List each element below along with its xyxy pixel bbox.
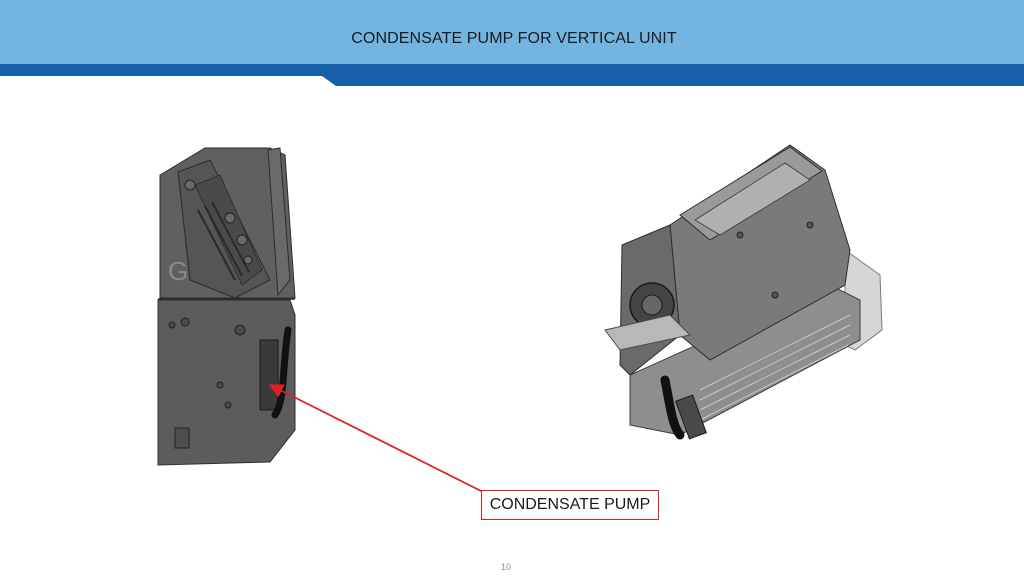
vertical-unit-isometric-view-illustration <box>604 144 883 440</box>
page-number: 10 <box>500 562 511 572</box>
slide-title: CONDENSATE PUMP FOR VERTICAL UNIT <box>351 30 677 47</box>
header-band <box>0 0 1024 68</box>
condensate-pump-callout-label: CONDENSATE PUMP <box>481 490 659 520</box>
header-stripe <box>0 64 1024 86</box>
vertical-unit-side-view-illustration: G <box>157 147 296 466</box>
unit-letter-mark: G <box>168 256 188 286</box>
